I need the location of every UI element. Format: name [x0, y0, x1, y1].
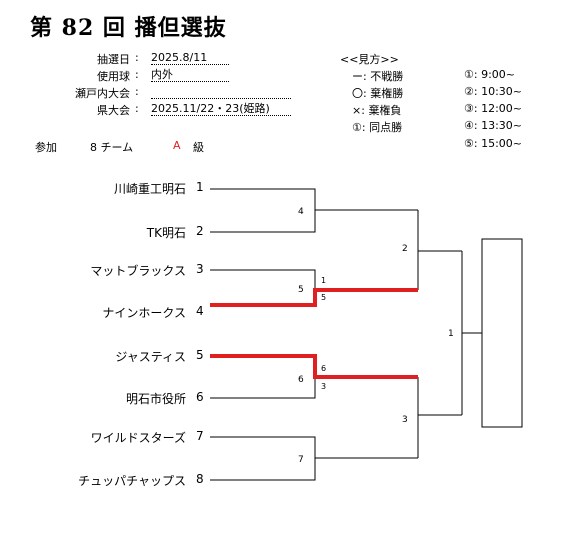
time-value: 10:30~ — [481, 85, 522, 98]
match-number: 4 — [298, 207, 304, 217]
team-name: ナインホークス — [102, 306, 186, 320]
legend-text: 棄権負 — [368, 104, 402, 117]
legend-text: 不戦勝 — [370, 70, 404, 83]
time-slot: ②: 10:30~ — [464, 85, 522, 98]
score: 1 — [321, 276, 326, 285]
time-mark: ②: — [464, 85, 478, 98]
participation-grade: A — [173, 139, 181, 152]
legend-item: 〇: 棄権勝 — [352, 85, 403, 101]
legend-mark: ×: — [352, 104, 365, 117]
info-colon: : — [135, 68, 139, 81]
time-value: 9:00~ — [481, 68, 515, 81]
team-name: TK明石 — [146, 226, 186, 240]
info-colon: : — [135, 51, 139, 64]
info-colon: : — [135, 102, 139, 115]
match-number: 1 — [448, 329, 454, 339]
participation-grade-label: 級 — [193, 141, 204, 154]
participation-label: 参加 — [35, 141, 57, 154]
team-name: ジャスティス — [115, 350, 186, 364]
match-number: 7 — [298, 455, 304, 465]
champion-box — [481, 238, 523, 428]
time-slot: ④: 13:30~ — [464, 119, 522, 132]
legend-header: <<見方>> — [340, 53, 399, 66]
info-value: 2025.8/11 — [151, 51, 229, 65]
team-seed: 6 — [196, 390, 204, 404]
bracket-line — [210, 377, 316, 399]
match-number: 3 — [402, 415, 408, 425]
time-value: 13:30~ — [481, 119, 522, 132]
bracket-line — [210, 269, 316, 290]
time-mark: ③: — [464, 102, 478, 115]
page-title: 第 82 回 播但選抜 — [30, 15, 227, 41]
team-seed: 4 — [196, 304, 204, 318]
legend-text: 同点勝 — [369, 121, 403, 134]
team-name: チュッパチャップス — [78, 474, 186, 488]
legend-item: ×: 棄権負 — [352, 102, 401, 118]
time-slot: ③: 12:00~ — [464, 102, 522, 115]
team-seed: 3 — [196, 262, 204, 276]
legend-mark: ①: — [352, 121, 366, 134]
legend-item: ー: 不戦勝 — [352, 68, 403, 84]
team-seed: 5 — [196, 348, 204, 362]
time-mark: ⑤: — [464, 137, 478, 150]
legend-mark: ー: — [352, 70, 367, 83]
team-seed: 7 — [196, 429, 204, 443]
match-number: 5 — [298, 285, 304, 295]
score: 6 — [321, 364, 326, 373]
match-number: 6 — [298, 375, 304, 385]
score: 5 — [321, 293, 326, 302]
time-slot: ①: 9:00~ — [464, 68, 515, 81]
team-seed: 1 — [196, 180, 204, 194]
legend-text: 棄権勝 — [370, 87, 404, 100]
team-name: ワイルドスターズ — [90, 431, 186, 445]
info-label: 県大会 — [97, 104, 130, 117]
info-colon: : — [135, 85, 139, 98]
info-label: 瀬戸内大会 — [75, 87, 130, 100]
winner-line — [210, 288, 418, 307]
info-label: 抽選日 — [97, 53, 130, 66]
legend-item: ①: 同点勝 — [352, 119, 402, 135]
time-mark: ①: — [464, 68, 478, 81]
match-number: 2 — [402, 244, 408, 254]
time-mark: ④: — [464, 119, 478, 132]
participation-count: 8 チーム — [90, 141, 134, 154]
time-value: 15:00~ — [481, 137, 522, 150]
score: 3 — [321, 382, 326, 391]
time-slot: ⑤: 15:00~ — [464, 137, 522, 150]
info-value — [151, 85, 291, 99]
team-name: 川崎重工明石 — [113, 182, 186, 196]
info-value: 内外 — [151, 68, 229, 82]
legend-mark: 〇: — [352, 87, 367, 100]
team-name: マットブラックス — [90, 264, 186, 278]
team-name: 明石市役所 — [125, 392, 186, 406]
winner-line — [210, 354, 418, 379]
info-label: 使用球 — [97, 70, 130, 83]
info-value: 2025.11/22・23(姫路) — [151, 102, 291, 116]
team-seed: 2 — [196, 224, 204, 238]
team-seed: 8 — [196, 472, 204, 486]
time-value: 12:00~ — [481, 102, 522, 115]
